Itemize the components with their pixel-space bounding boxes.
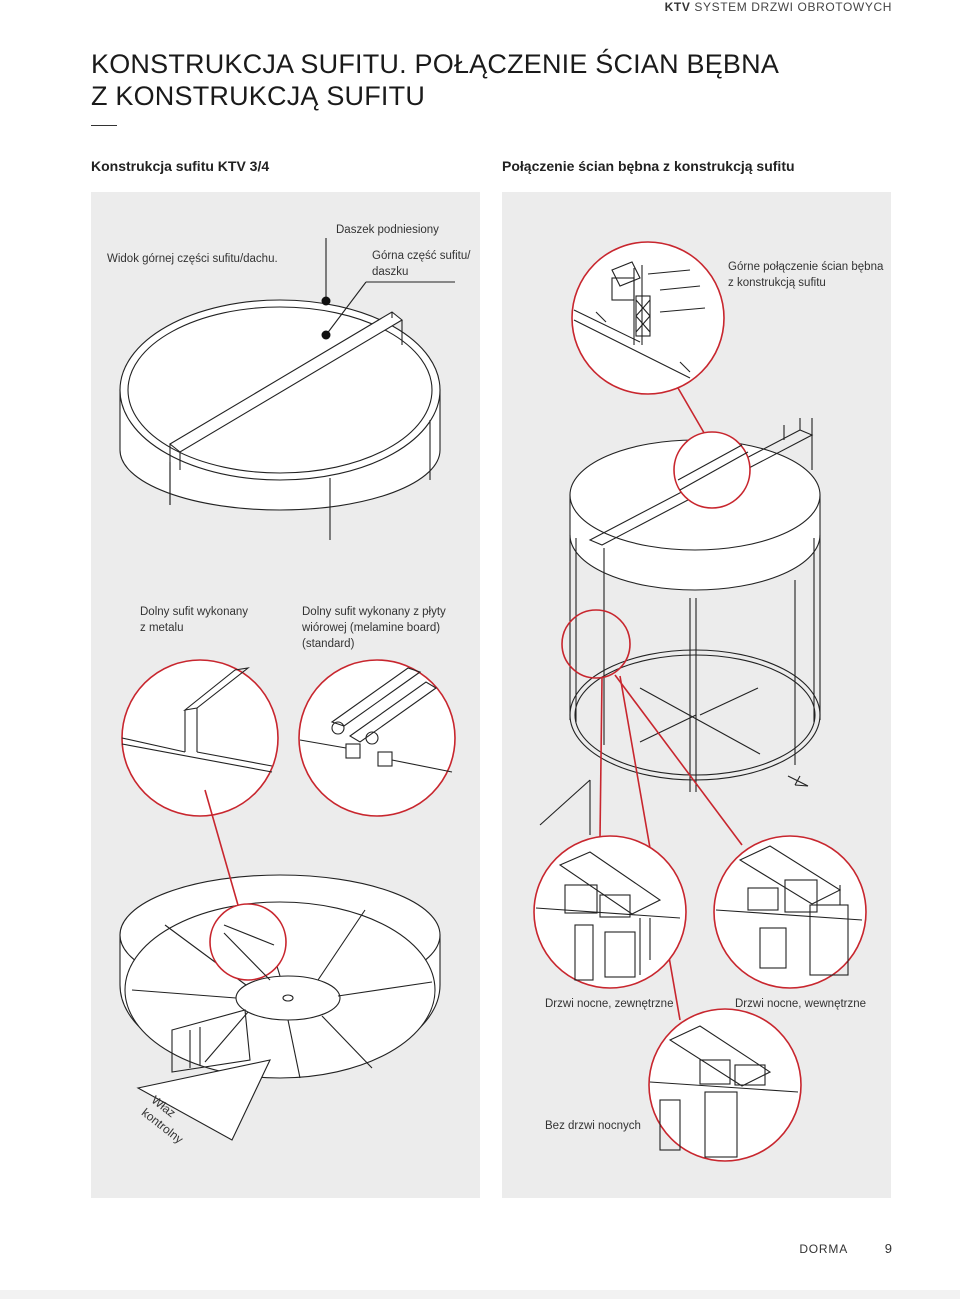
brand-ktv: KTV: [664, 0, 691, 14]
label-upper-conn-1: Górne połączenie ścian bębna: [728, 261, 884, 273]
label-raised-roof: Daszek podniesiony: [336, 224, 439, 236]
label-metal-1: Dolny sufit wykonany: [140, 606, 249, 618]
label-night-int: Drzwi nocne, wewnętrzne: [735, 998, 867, 1010]
system-name: SYSTEM DRZWI OBROTOWYCH: [694, 0, 892, 14]
revolving-door-drawing: [539, 418, 821, 1021]
label-board-3: (standard): [302, 638, 355, 650]
title-rule: [91, 125, 117, 126]
label-no-night: Bez drzwi nocnych: [545, 1120, 641, 1132]
left-heading: Konstrukcja sufitu KTV 3/4: [91, 158, 270, 174]
metal-ceiling-detail: [121, 659, 279, 817]
title-line-2: Z KONSTRUKCJĄ SUFITU: [91, 81, 426, 111]
ceiling-underside-drawing: [119, 789, 441, 1141]
night-door-ext-detail: [533, 835, 687, 989]
label-upper-part-1: Górna część sufitu/: [372, 250, 471, 262]
page-title: KONSTRUKCJA SUFITU. POŁĄCZENIE ŚCIAN BĘB…: [91, 48, 779, 112]
label-night-ext: Drzwi nocne, zewnętrzne: [545, 998, 674, 1010]
label-upper-connection: Górne połączenie ścian bębna z konstrukc…: [728, 259, 883, 291]
header-brand: KTV SYSTEM DRZWI OBROTOWYCH: [665, 0, 892, 14]
title-line-1: KONSTRUKCJA SUFITU. POŁĄCZENIE ŚCIAN BĘB…: [91, 49, 780, 79]
right-heading: Połączenie ścian bębna z konstrukcją suf…: [502, 158, 795, 174]
label-top-view: Widok górnej części sufitu/dachu.: [107, 253, 278, 265]
label-upper-part: Górna część sufitu/ daszku: [372, 248, 470, 280]
board-ceiling-detail: [298, 659, 456, 817]
label-metal-2: z metalu: [140, 622, 184, 634]
label-board-2: wiórowej (melamine board): [302, 622, 441, 634]
roof-drum-drawing: [119, 299, 441, 540]
label-upper-conn-2: z konstrukcją sufitu: [728, 277, 826, 289]
night-door-int-detail: [713, 835, 867, 989]
footer-brand: DORMA: [799, 1242, 848, 1256]
label-board: Dolny sufit wykonany z płyty wiórowej (m…: [302, 604, 446, 652]
page-number: 9: [884, 1241, 892, 1256]
no-night-door-detail: [648, 1008, 802, 1162]
upper-connection-detail: [571, 241, 725, 451]
bottom-bar: [0, 1290, 960, 1299]
label-metal: Dolny sufit wykonany z metalu: [140, 604, 248, 636]
roof-leaders: [321, 238, 455, 340]
label-board-1: Dolny sufit wykonany z płyty: [302, 606, 446, 618]
label-upper-part-2: daszku: [372, 266, 409, 278]
